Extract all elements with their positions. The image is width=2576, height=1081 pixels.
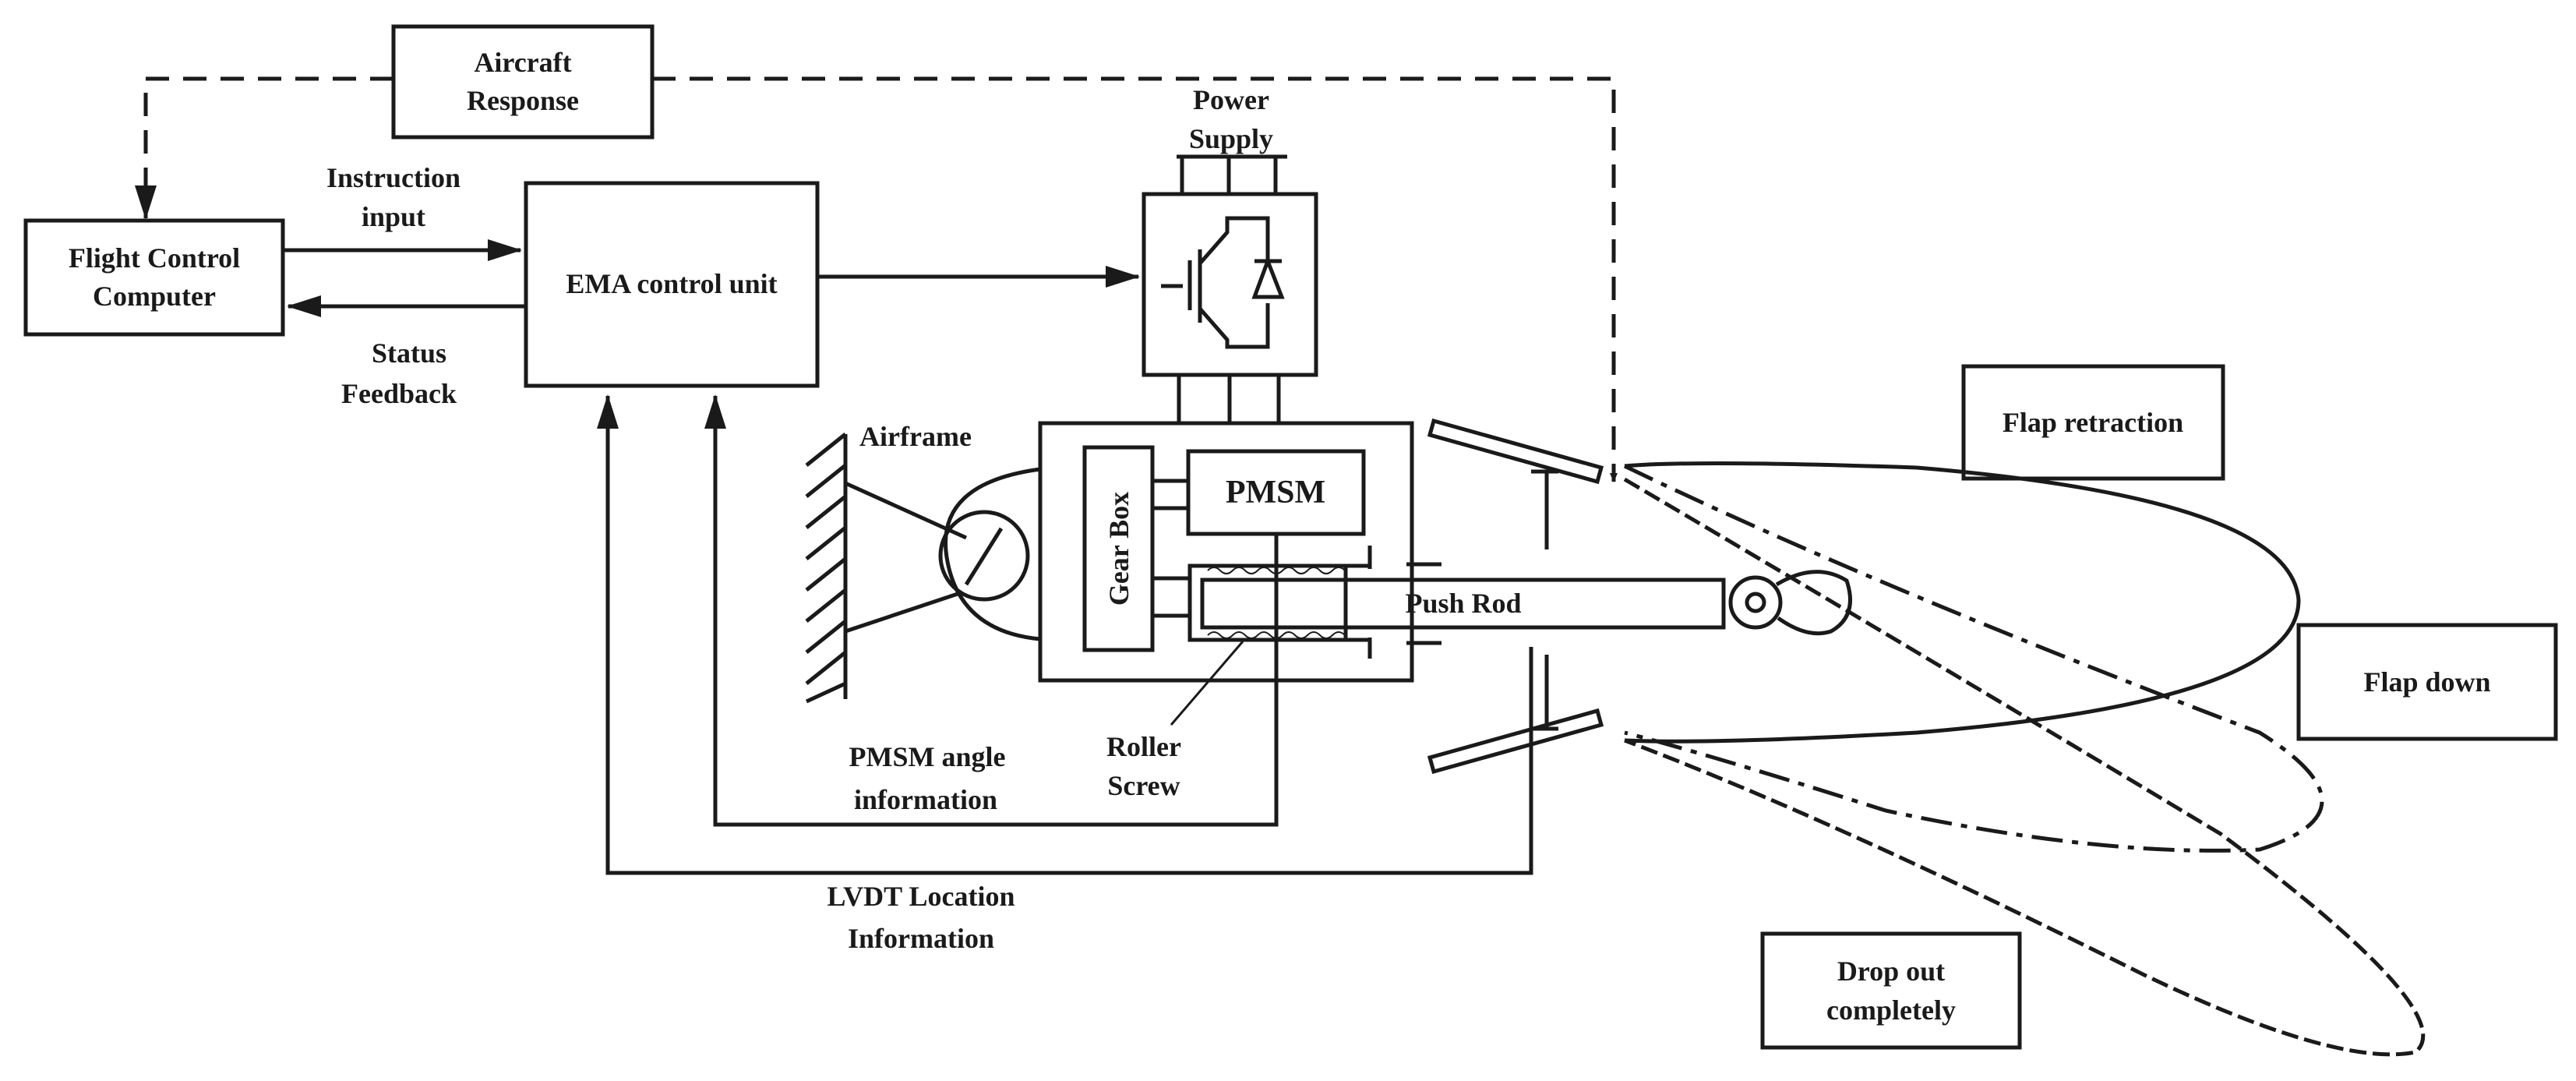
instruction-input-line1: Instruction — [326, 162, 461, 193]
aircraft-response-line2: Response — [467, 85, 579, 116]
mount-pin — [938, 510, 1030, 602]
pmsm-angle-line — [704, 394, 1279, 827]
flap-down-outline — [1623, 464, 2324, 853]
housing-seal — [1406, 562, 1442, 645]
pmsm-angle-line2: information — [854, 784, 997, 815]
fcc-line1: Flight Control — [69, 242, 240, 274]
push-rod — [1200, 578, 1726, 630]
upper-wing-plate — [1427, 418, 1604, 485]
pmsm-label: PMSM — [1226, 475, 1325, 510]
roller-screw-leader — [1170, 641, 1244, 726]
actuator-housing — [1038, 421, 1414, 683]
flap-retraction-label: Flap retraction — [2003, 407, 2183, 438]
aircraft-response-line1: Aircraft — [474, 47, 571, 78]
rod-end-eye — [1728, 575, 1783, 630]
ema-control-unit-label: EMA control unit — [566, 268, 777, 299]
drop-out-line2: completely — [1826, 994, 1956, 1026]
fcc-line2: Computer — [93, 281, 216, 312]
upper-bracket — [1531, 469, 1558, 549]
power-supply-rail — [1177, 154, 1287, 194]
flight-control-computer-box — [23, 218, 285, 337]
airframe-label: Airframe — [859, 421, 972, 452]
gear-box-rect — [1082, 445, 1155, 652]
igbt-symbol — [1161, 216, 1285, 349]
mount-pin-slash — [964, 527, 1004, 586]
roller-screw-housing — [1187, 563, 1348, 642]
rod-end-pin — [1745, 592, 1766, 613]
flap-retraction-outline — [1624, 461, 2301, 744]
flap-down-box — [2296, 623, 2558, 741]
gear-screw-shafts — [1152, 576, 1190, 618]
power-supply-line1: Power — [1193, 84, 1269, 115]
lower-wing-plate — [1427, 708, 1604, 775]
aircraft-response-loop — [143, 76, 1614, 482]
roller-screw-line1: Roller — [1106, 731, 1181, 762]
lvdt-line1: LVDT Location — [827, 881, 1015, 912]
roller-screw-line2: Screw — [1107, 770, 1180, 801]
rod-end-link — [1775, 570, 1852, 636]
gear-box-label: Gear Box — [1103, 492, 1134, 606]
flap-down-label: Flap down — [2363, 666, 2490, 698]
lvdt-line2: Information — [848, 923, 994, 954]
screw-shaft — [1346, 546, 1372, 659]
instruction-input-line2: input — [362, 201, 425, 232]
push-rod-label: Push Rod — [1405, 588, 1521, 619]
lower-bracket — [1531, 655, 1558, 731]
motor-phase-lines — [1177, 375, 1281, 423]
mount-clevis — [944, 467, 1041, 641]
lvdt-line — [597, 394, 1533, 875]
drop-out-line1: Drop out — [1837, 956, 1945, 987]
ema-control-unit-box — [524, 181, 820, 388]
aircraft-response-box — [391, 24, 655, 140]
status-feedback-line1: Status — [372, 337, 446, 369]
pmsm-shafts — [1152, 479, 1188, 510]
drop-out-outline — [1623, 477, 2426, 1057]
power-supply-line2: Supply — [1189, 123, 1273, 154]
pmsm-angle-line1: PMSM angle — [849, 741, 1006, 772]
flap-retraction-box — [1961, 364, 2225, 481]
airframe-wall — [805, 433, 848, 704]
status-feedback-line2: Feedback — [341, 378, 457, 409]
drop-out-box — [1760, 931, 2022, 1050]
